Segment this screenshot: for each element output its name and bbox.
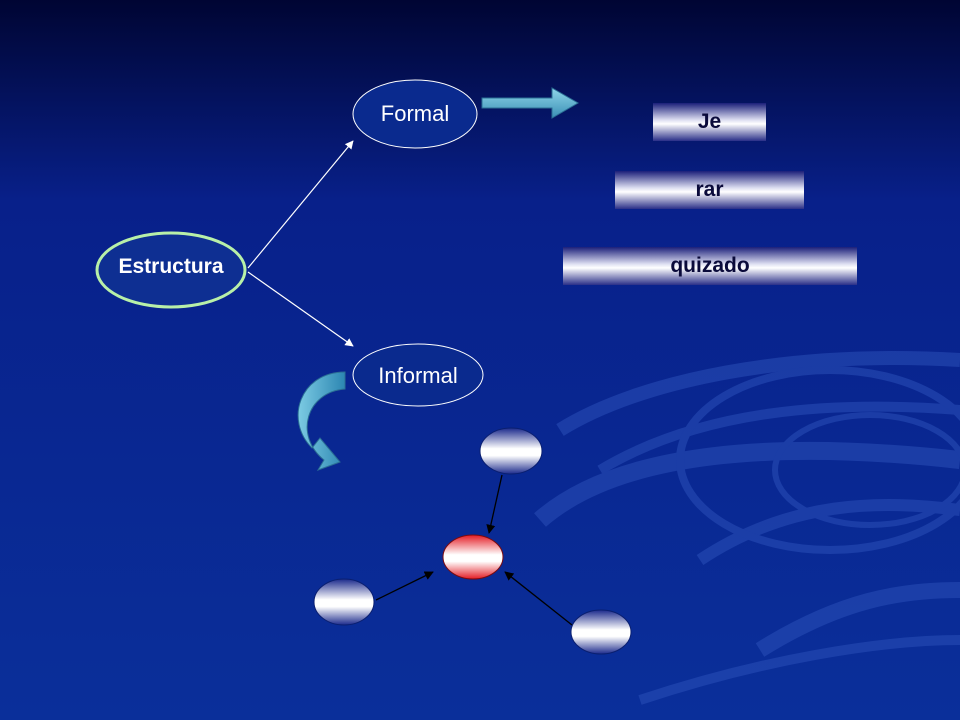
network-node-top [479, 427, 543, 475]
bar-je: Je [653, 103, 766, 141]
connector-root-to-informal [247, 271, 354, 347]
bar-rar-label: rar [695, 178, 724, 201]
connector-right-to-center [504, 571, 573, 626]
network-node-center [442, 534, 504, 580]
root-node-shape [95, 231, 247, 309]
network-node-right [570, 609, 632, 655]
decorative-swooshes [534, 351, 960, 705]
bar-rar: rar [615, 171, 804, 209]
block-arrow-right [481, 87, 580, 119]
informal-node-shape [352, 343, 484, 407]
curved-arrow [297, 371, 346, 471]
connector-left-to-center [375, 571, 434, 601]
connector-top-to-center [486, 474, 503, 534]
formal-node-shape [352, 79, 478, 149]
bar-quizado-label: quizado [670, 254, 750, 277]
bar-quizado: quizado [563, 247, 857, 285]
bar-je-label: Je [697, 110, 722, 133]
network-node-left [313, 578, 375, 626]
connector-root-to-formal [247, 140, 354, 269]
